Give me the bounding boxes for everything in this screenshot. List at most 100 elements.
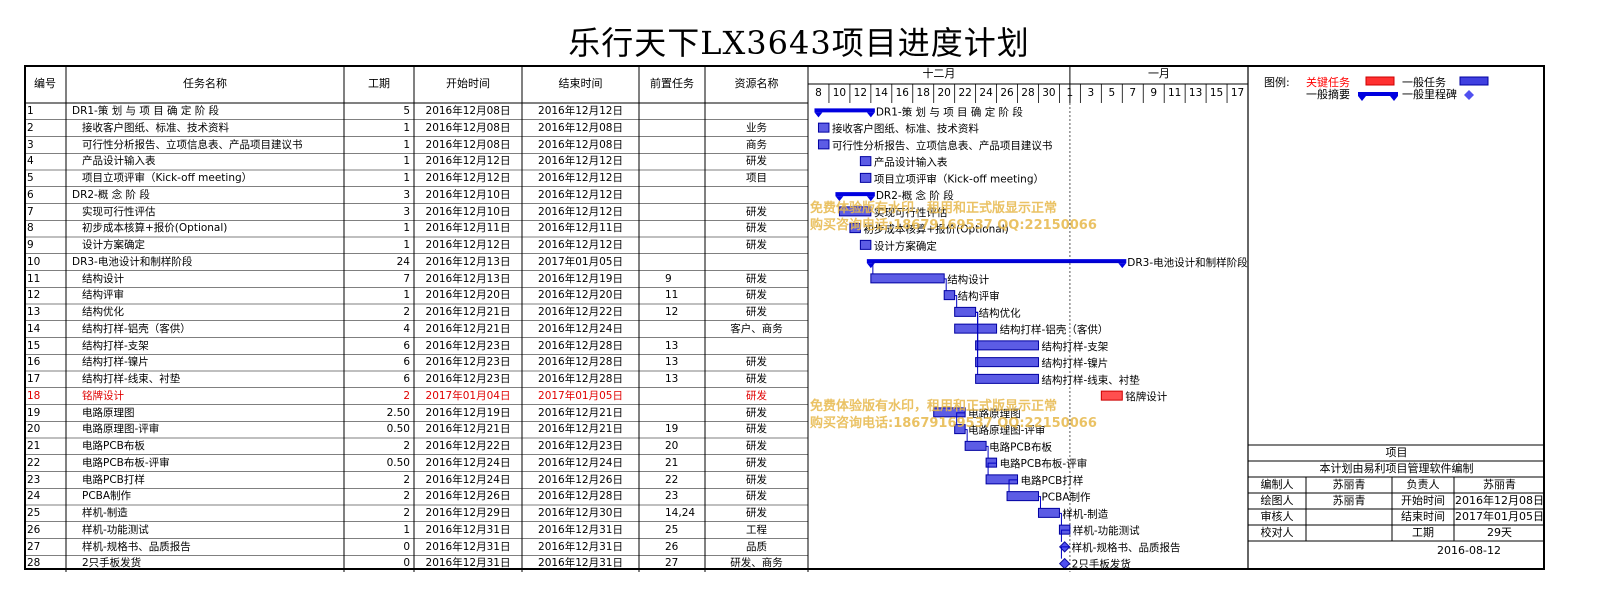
task-name-cell: 产品设计输入表 [82, 155, 156, 168]
info-cell: 苏丽青 [1332, 494, 1366, 507]
task-name-cell: 设计方案确定 [82, 239, 145, 251]
task-start-cell: 2016年12月21日 [425, 423, 511, 436]
task-pred-cell: 19 [665, 423, 679, 436]
task-resource-cell: 研发 [746, 289, 767, 302]
task-id-cell: 6 [27, 188, 34, 201]
column-header-id: 编号 [34, 77, 56, 90]
task-id-cell: 23 [27, 473, 41, 486]
legend-critical-swatch [1365, 76, 1395, 86]
bar-label: DR3-电池设计和制样阶段 [1127, 256, 1248, 269]
info-cell: 校对人 [1260, 526, 1294, 539]
task-bar [817, 122, 830, 133]
task-duration-cell: 1 [403, 172, 410, 184]
task-end-cell: 2016年12月22日 [538, 306, 623, 318]
task-end-cell: 2016年12月28日 [538, 490, 623, 503]
task-duration-cell: 0.50 [386, 423, 410, 436]
task-bar [859, 172, 872, 183]
day-label: 15 [1209, 87, 1224, 99]
bar-label: DR1-策 划 与 项 目 确 定 阶 段 [876, 105, 1024, 118]
task-duration-cell: 4 [403, 322, 410, 335]
summary-cap [814, 112, 823, 118]
task-resource-cell: 客户、商务 [730, 322, 783, 335]
bar-label: 设计方案确定 [874, 239, 937, 252]
task-id-cell: 20 [27, 423, 41, 436]
task-start-cell: 2017年01月04日 [425, 389, 511, 402]
dependency-link [975, 311, 979, 375]
task-name-cell: 结构优化 [82, 306, 124, 318]
task-id-cell: 21 [27, 440, 41, 452]
day-label: 12 [853, 87, 868, 99]
legend-milestone-swatch [1464, 90, 1474, 100]
task-resource-cell: 品质 [746, 540, 767, 553]
info-cell: 编制人 [1260, 478, 1294, 491]
bar-label: 接收客户图纸、标准、技术资料 [832, 122, 979, 135]
column-header-resource: 资源名称 [734, 77, 779, 90]
task-id-cell: 7 [27, 205, 34, 218]
bar-label: 实现可行性评估 [874, 206, 948, 219]
task-name-cell: PCBA制作 [82, 490, 132, 503]
task-end-cell: 2016年12月20日 [538, 289, 623, 302]
task-name-cell: 2只手板发货 [82, 557, 142, 570]
month-label: 十二月 [922, 67, 956, 80]
bar-label: 铭牌设计 [1125, 390, 1167, 403]
task-name-cell: 结构评审 [82, 289, 124, 302]
dependency-link [1038, 496, 1041, 509]
task-id-cell: 15 [27, 339, 41, 352]
task-end-cell: 2017年01月05日 [538, 389, 623, 402]
task-duration-cell: 1 [403, 222, 410, 235]
task-pred-cell: 13 [665, 339, 679, 352]
task-start-cell: 2016年12月08日 [425, 121, 511, 134]
task-pred-cell: 20 [665, 440, 679, 452]
task-bar [975, 357, 1039, 368]
task-name-cell: 结构打样-线束、衬垫 [82, 373, 181, 385]
task-id-cell: 9 [27, 239, 34, 251]
watermark-line: 购买咨询电话:18679169537 QQ:22150066 [810, 218, 1097, 233]
day-label: 24 [979, 87, 993, 99]
day-label: 30 [1042, 87, 1056, 99]
task-name-cell: 接收客户图纸、标准、技术资料 [82, 121, 229, 134]
task-end-cell: 2016年12月26日 [538, 473, 623, 486]
task-duration-cell: 7 [403, 272, 410, 285]
task-name-cell: 样机-规格书、品质报告 [82, 540, 191, 553]
task-start-cell: 2016年12月31日 [425, 540, 511, 553]
info-cell: 负责人 [1406, 478, 1440, 491]
task-end-cell: 2016年12月31日 [538, 523, 623, 536]
task-end-cell: 2016年12月11日 [538, 222, 623, 235]
task-duration-cell: 6 [403, 356, 410, 369]
summary-bar [814, 108, 875, 113]
task-start-cell: 2016年12月12日 [425, 155, 511, 168]
task-end-cell: 2016年12月28日 [538, 356, 623, 369]
dependency-link [956, 412, 966, 425]
sheet-border [24, 65, 1545, 570]
day-label: 14 [874, 87, 888, 99]
task-end-cell: 2016年12月31日 [538, 557, 623, 570]
bar-label: 结构打样-镍片 [1041, 357, 1108, 370]
task-id-cell: 27 [27, 540, 41, 553]
bar-label: PCBA制作 [1041, 491, 1091, 504]
task-id-cell: 14 [27, 322, 41, 335]
task-id-cell: 8 [27, 222, 34, 235]
task-resource-cell: 研发 [746, 239, 767, 251]
task-id-cell: 4 [27, 155, 34, 168]
info-cell: 开始时间 [1401, 494, 1445, 507]
task-name-cell: 初步成本核算+报价(Optional) [82, 222, 228, 235]
task-id-cell: 22 [27, 456, 41, 469]
summary-cap [866, 112, 875, 118]
day-label: 10 [832, 87, 847, 99]
task-pred-cell: 25 [665, 523, 679, 536]
watermark-line: 免费体验版有水印，租用和正式版显示正常 [810, 399, 1058, 414]
info-project-label: 项目 [1385, 446, 1408, 459]
legend-summary-label: 一般摘要 [1306, 88, 1350, 101]
task-end-cell: 2016年12月23日 [538, 440, 623, 452]
task-id-cell: 17 [27, 373, 41, 385]
bar-label: 电路原理图 [968, 407, 1021, 420]
task-resource-cell: 研发 [746, 490, 767, 503]
task-resource-cell: 项目 [746, 172, 767, 184]
task-pred-cell: 14,24 [665, 507, 696, 519]
task-id-cell: 24 [27, 490, 41, 503]
day-label: 22 [958, 87, 972, 99]
summary-cap [866, 196, 875, 202]
column-header-duration: 工期 [368, 77, 390, 90]
task-name-cell: 结构打样-支架 [82, 339, 149, 352]
task-resource-cell: 研发 [746, 356, 767, 369]
